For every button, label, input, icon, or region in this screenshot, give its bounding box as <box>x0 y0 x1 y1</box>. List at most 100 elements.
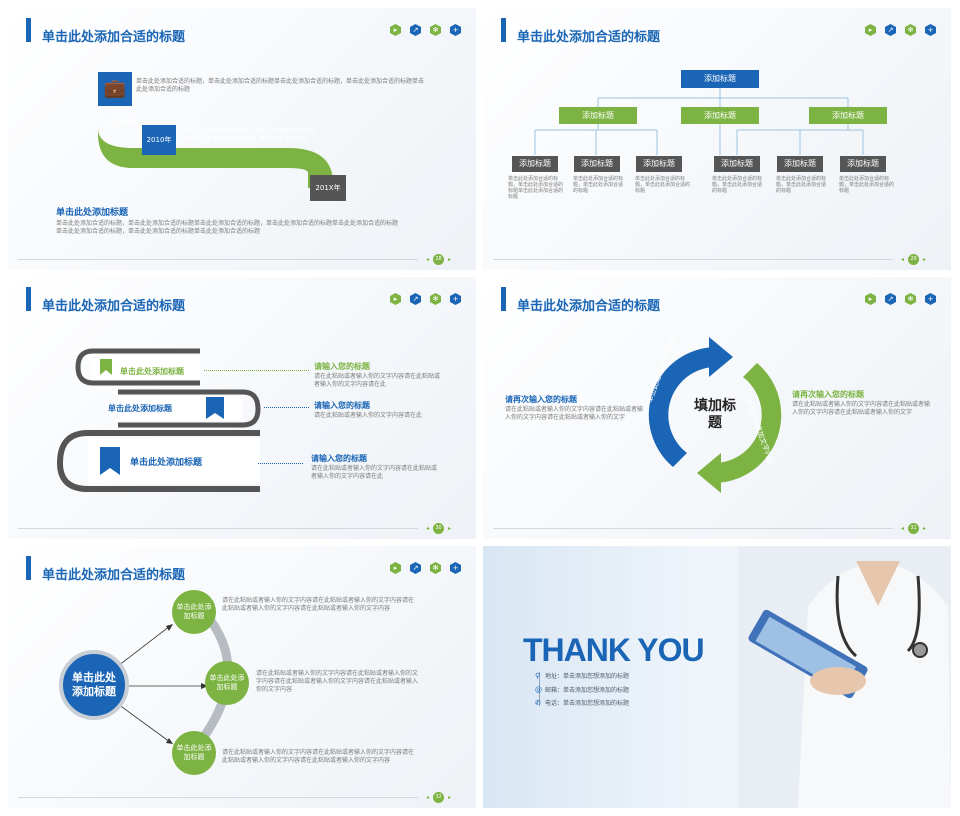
right-text: 请在此粘贴或者输入你的文字内容请在此粘贴或者输入你的文字内容请在此粘贴或者输入你… <box>792 401 931 416</box>
title-bar <box>26 556 31 580</box>
hex-icon-2: ↗ <box>885 293 896 305</box>
org-leaf-4: 添加标题 <box>714 156 760 172</box>
phone-icon: ✆ <box>535 699 541 707</box>
connector-3 <box>258 463 303 464</box>
slide-32[interactable]: 单击此处添加合适的标题 ▸ ↗ ✻ + 单击此处添加标题 单击此处添加标题 单击… <box>8 546 476 808</box>
info-divider <box>539 672 540 706</box>
slide-30[interactable]: 单击此处添加合适的标题 ▸ ↗ ✻ + 单击此处添加标题 单击此处添加标题 单击… <box>8 277 476 539</box>
hex-icon-3: ✻ <box>430 24 441 36</box>
slide-title: 单击此处添加合适的标题 <box>42 30 186 45</box>
slide-29[interactable]: 单击此处添加合适的标题 ▸ ↗ ✻ + 添加标题 添加标题 添加标题 添加标题 … <box>483 8 951 270</box>
book-label-3: 单击此处添加标题 <box>130 458 203 468</box>
hex-icon-4: + <box>450 293 461 305</box>
hex-icon-4: + <box>925 24 936 36</box>
title-bar <box>26 287 31 311</box>
org-mid-3: 添加标题 <box>809 107 887 124</box>
briefcase-icon: 💼 <box>98 72 132 106</box>
slide-title: 单击此处添加合适的标题 <box>42 299 186 314</box>
section-body: 单击此处添加合适的标题，单击此处添加合适的标题单击此处添加合适的标题，单击此处添… <box>56 220 399 235</box>
org-leaf-2: 添加标题 <box>574 156 620 172</box>
hex-icon-1: ▸ <box>390 293 401 305</box>
right-heading: 请再次输入您的标题 <box>792 390 864 399</box>
prev-icon[interactable]: ◂ <box>901 256 905 263</box>
prev-icon[interactable]: ◂ <box>426 794 430 801</box>
node-text-2: 请在此粘贴或者输入你的文字内容请在此粘贴或者输入你的文字内容请在此粘贴或者输入你… <box>256 670 419 693</box>
org-leaf-5: 添加标题 <box>777 156 823 172</box>
page-number: 30 <box>433 523 444 534</box>
org-leaf-6: 添加标题 <box>840 156 886 172</box>
title-bar <box>26 18 31 42</box>
thank-you-title: THANK YOU <box>523 632 705 668</box>
item-head-3: 请输入您的标题 <box>311 454 367 463</box>
hex-icon-2: ↗ <box>410 562 421 574</box>
hex-icon-1: ▸ <box>390 562 401 574</box>
hub-circle: 单击此处添加标题 <box>59 650 129 720</box>
next-icon[interactable]: ▸ <box>448 256 452 263</box>
tag-label: 添加标题 <box>109 118 137 126</box>
hex-icon-1: ▸ <box>390 24 401 36</box>
page-line <box>18 797 418 798</box>
hex-icon-2: ↗ <box>885 24 896 36</box>
item-head-1: 请输入您的标题 <box>314 362 370 371</box>
org-mid-1: 添加标题 <box>559 107 637 124</box>
books-graphic <box>56 348 261 492</box>
node-3: 单击此处添加标题 <box>172 731 216 775</box>
title-bar <box>501 18 506 42</box>
hex-icon-4: + <box>450 24 461 36</box>
page-line <box>18 259 418 260</box>
org-desc-2: 单击此处添加合适的标题，单击此处添加合适的标题 <box>573 176 624 194</box>
prev-icon[interactable]: ◂ <box>426 525 430 532</box>
org-lines <box>534 88 864 155</box>
node-2: 单击此处添加标题 <box>205 661 249 705</box>
left-heading: 请再次输入您的标题 <box>505 395 577 404</box>
slide-31[interactable]: 单击此处添加合适的标题 ▸ ↗ ✻ + 填加标题 单击此处填加文字内容 单击此处… <box>483 277 951 539</box>
org-leaf-1: 添加标题 <box>512 156 558 172</box>
slide-title: 单击此处添加合适的标题 <box>42 568 186 583</box>
item-text-1: 请在此粘贴或者输入你的文字内容请在此粘贴或者输入你的文字内容请在此 <box>314 373 441 388</box>
hex-icon-2: ↗ <box>410 24 421 36</box>
org-root: 添加标题 <box>681 70 759 88</box>
org-desc-5: 单击此处添加合适的标题，单击此处添加合适的标题 <box>776 176 827 194</box>
prev-icon[interactable]: ◂ <box>901 525 905 532</box>
hex-icon-4: + <box>925 293 936 305</box>
hex-icon-4: + <box>450 562 461 574</box>
org-desc-1: 单击此处添加合适的标题，单击此处添加合适的标题单击此处添加合适的标题 <box>508 176 564 200</box>
title-bar <box>501 287 506 311</box>
year-201x: 201X年 <box>310 175 346 201</box>
next-icon[interactable]: ▸ <box>923 256 927 263</box>
email-icon: @ <box>535 686 542 694</box>
cycle-center: 填加标题 <box>694 398 736 431</box>
year-2010: 2010年 <box>142 125 176 155</box>
hex-icon-1: ▸ <box>865 293 876 305</box>
book-label-2: 单击此处添加标题 <box>108 404 172 413</box>
page-line <box>493 528 893 529</box>
page-number: 31 <box>908 523 919 534</box>
contact-phone: 电话：单击添加您想添加的标题 <box>545 700 630 707</box>
hex-icon-3: ✻ <box>430 293 441 305</box>
page-line <box>493 259 893 260</box>
contact-address: 地址：单击添加您想添加的标题 <box>545 673 630 680</box>
item-text-3: 请在此粘贴或者输入你的文字内容请在此粘贴或者输入你的文字内容请在此 <box>311 465 438 480</box>
next-icon[interactable]: ▸ <box>448 525 452 532</box>
node-text-1: 请在此粘贴或者输入你的文字内容请在此粘贴或者输入你的文字内容请在此粘贴或者输入你… <box>222 597 415 612</box>
slide-28[interactable]: 单击此处添加合适的标题 ▸ ↗ ✻ + 💼 添加标题 2010年 201X年 单… <box>8 8 476 270</box>
connector-1 <box>204 370 309 371</box>
hex-icon-3: ✻ <box>905 24 916 36</box>
slide-thank-you[interactable]: THANK YOU ⚲ 地址：单击添加您想添加的标题 @ 邮箱：单击添加您想添加… <box>483 546 951 808</box>
next-icon[interactable]: ▸ <box>923 525 927 532</box>
timeline-path <box>98 108 333 188</box>
location-icon: ⚲ <box>535 672 541 680</box>
node-1: 单击此处添加标题 <box>172 590 216 634</box>
page-number: 29 <box>908 254 919 265</box>
contact-email: 邮箱：单击添加您想添加的标题 <box>545 687 630 694</box>
prev-icon[interactable]: ◂ <box>426 256 430 263</box>
org-mid-2: 添加标题 <box>681 107 759 124</box>
section-subtitle: 单击此处添加标题 <box>56 208 129 218</box>
item-text-2: 请在此粘贴或者输入你的文字内容请在此 <box>314 412 423 419</box>
org-desc-3: 单击此处添加合适的标题，单击此处添加合适的标题 <box>635 176 691 194</box>
org-desc-4: 单击此处添加合适的标题，单击此处添加合适的标题 <box>712 176 763 194</box>
hex-icon-3: ✻ <box>905 293 916 305</box>
hex-icon-1: ▸ <box>865 24 876 36</box>
next-icon[interactable]: ▸ <box>448 794 452 801</box>
item-head-2: 请输入您的标题 <box>314 401 370 410</box>
